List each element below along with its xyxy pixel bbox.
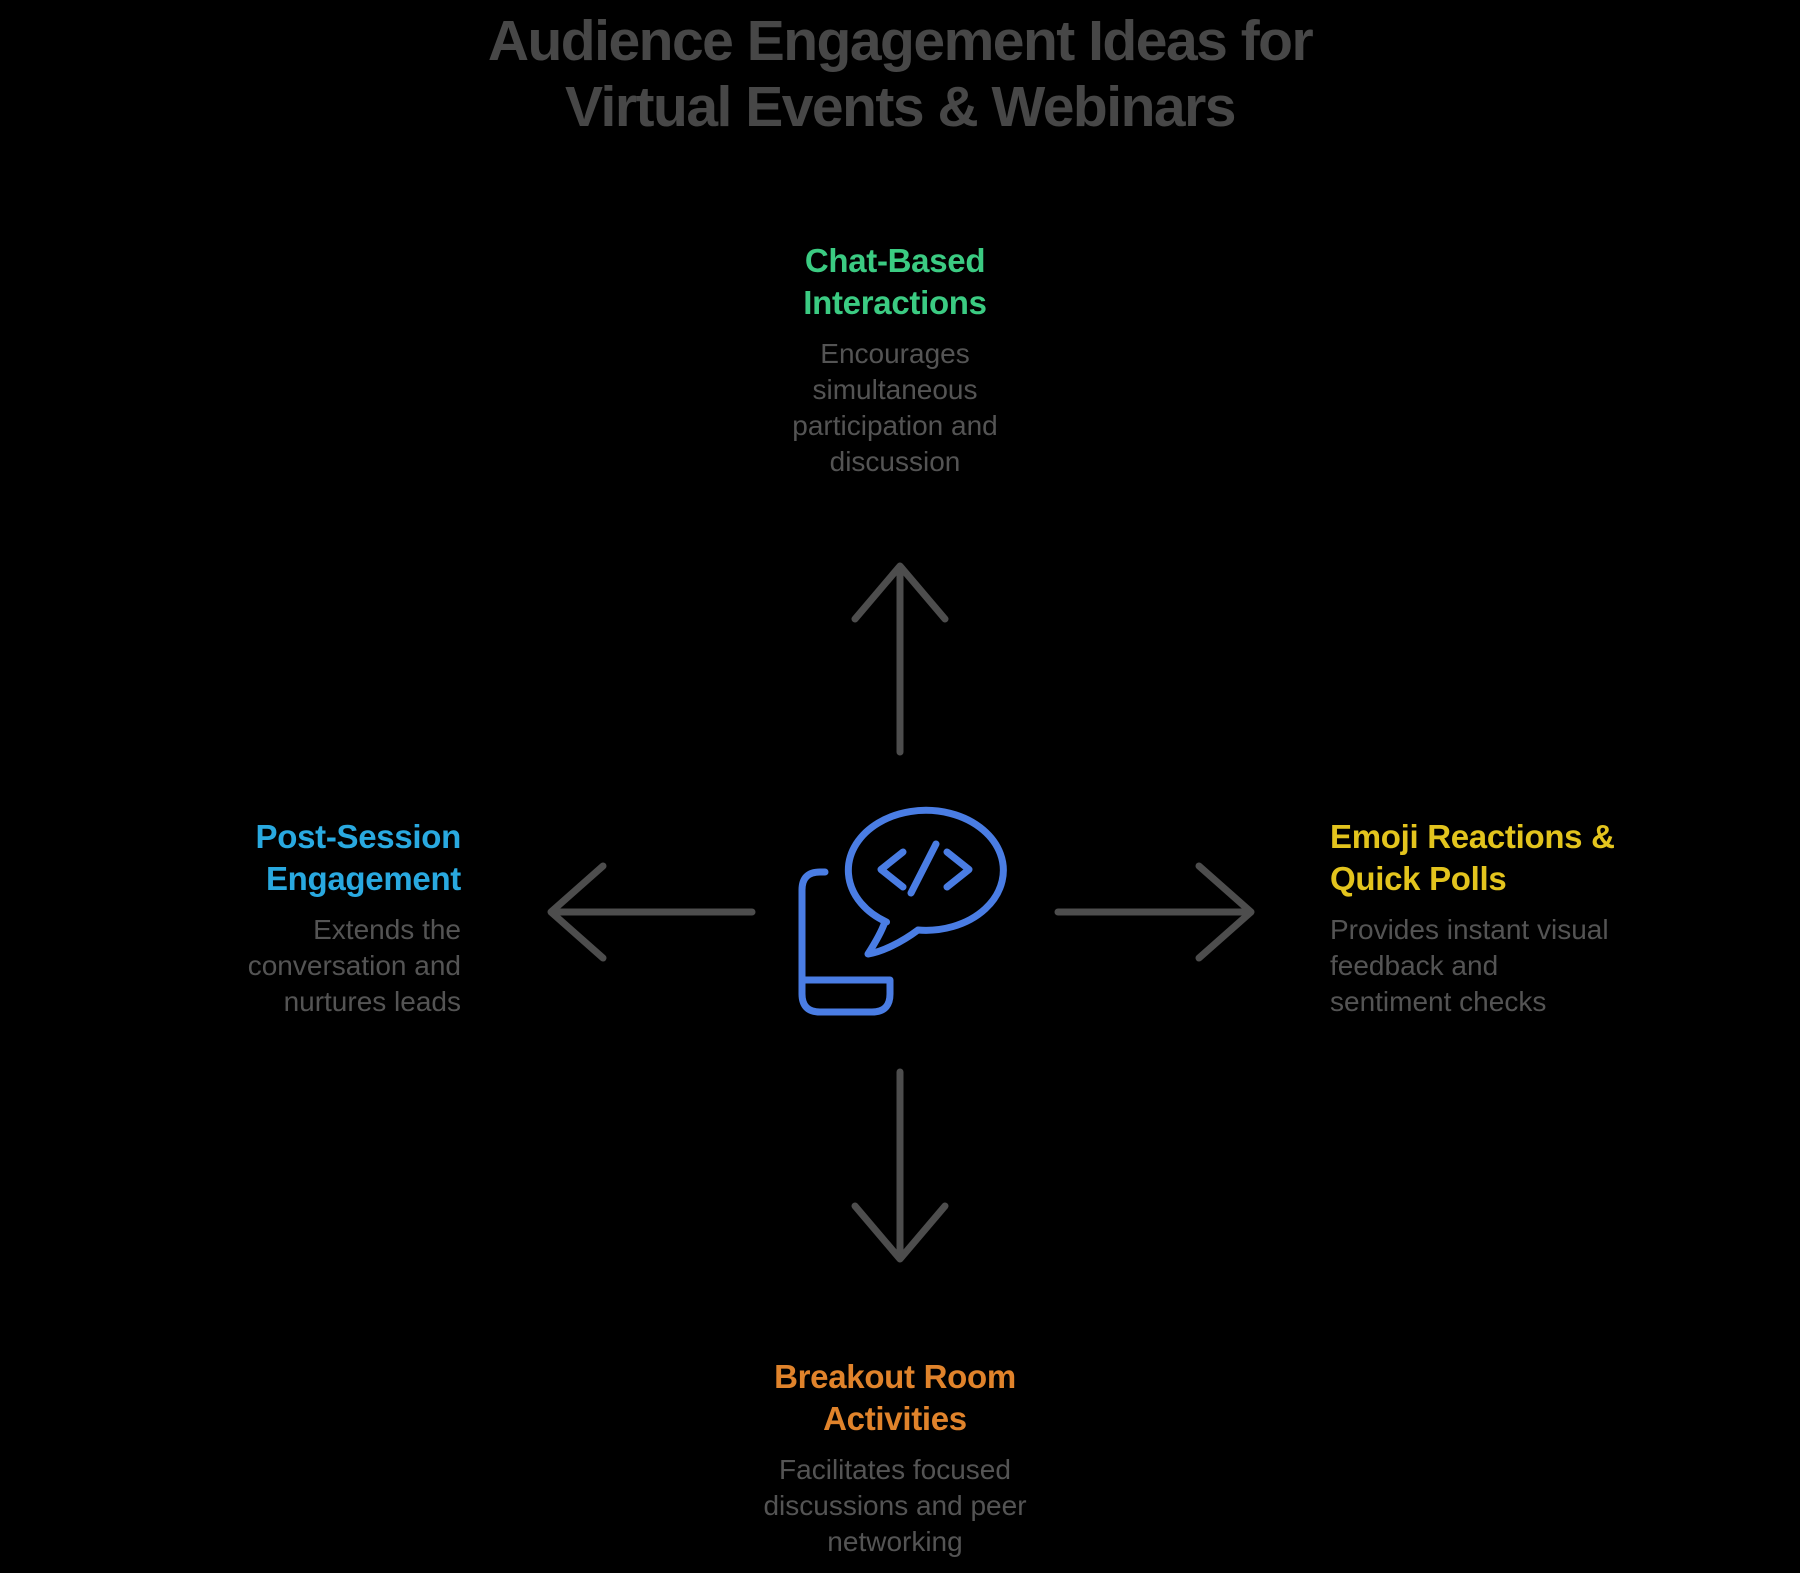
code-chevron-left-icon <box>877 848 907 891</box>
node-chat-based-interactions: Chat-Based Interactions Encourages simul… <box>645 240 1145 480</box>
phone-body-icon <box>798 868 894 1016</box>
code-slash-icon <box>907 840 940 897</box>
arrow-left-icon <box>547 862 756 962</box>
node-title-chat-based-interactions: Chat-Based Interactions <box>803 242 987 321</box>
page-title: Audience Engagement Ideas for Virtual Ev… <box>487 9 1314 139</box>
arrow-up-icon <box>851 562 949 756</box>
node-title-breakout-room-activities: Breakout Room Activities <box>774 1358 1016 1437</box>
node-description-chat-based-interactions: Encourages simultaneous participation an… <box>792 338 998 477</box>
node-description-breakout-room-activities: Facilitates focused discussions and peer… <box>763 1454 1027 1557</box>
node-post-session-engagement: Post-Session Engagement Extends the conv… <box>41 816 462 1020</box>
node-title-emoji-reactions-quick-polls: Emoji Reactions & Quick Polls <box>1330 818 1615 897</box>
phone-chat-code-icon <box>798 806 1007 1016</box>
node-title-post-session-engagement: Post-Session Engagement <box>255 818 462 897</box>
arrow-down-icon <box>851 1068 949 1263</box>
node-description-post-session-engagement: Extends the conversation and nurtures le… <box>247 914 461 1017</box>
code-chevron-right-icon <box>943 848 973 891</box>
node-breakout-room-activities: Breakout Room Activities Facilitates foc… <box>595 1356 1195 1560</box>
speech-bubble-icon <box>844 806 1007 958</box>
arrow-right-icon <box>1054 862 1255 962</box>
node-description-emoji-reactions-quick-polls: Provides instant visual feedback and sen… <box>1330 914 1609 1017</box>
node-emoji-reactions-quick-polls: Emoji Reactions & Quick Polls Provides i… <box>1330 816 1750 1020</box>
